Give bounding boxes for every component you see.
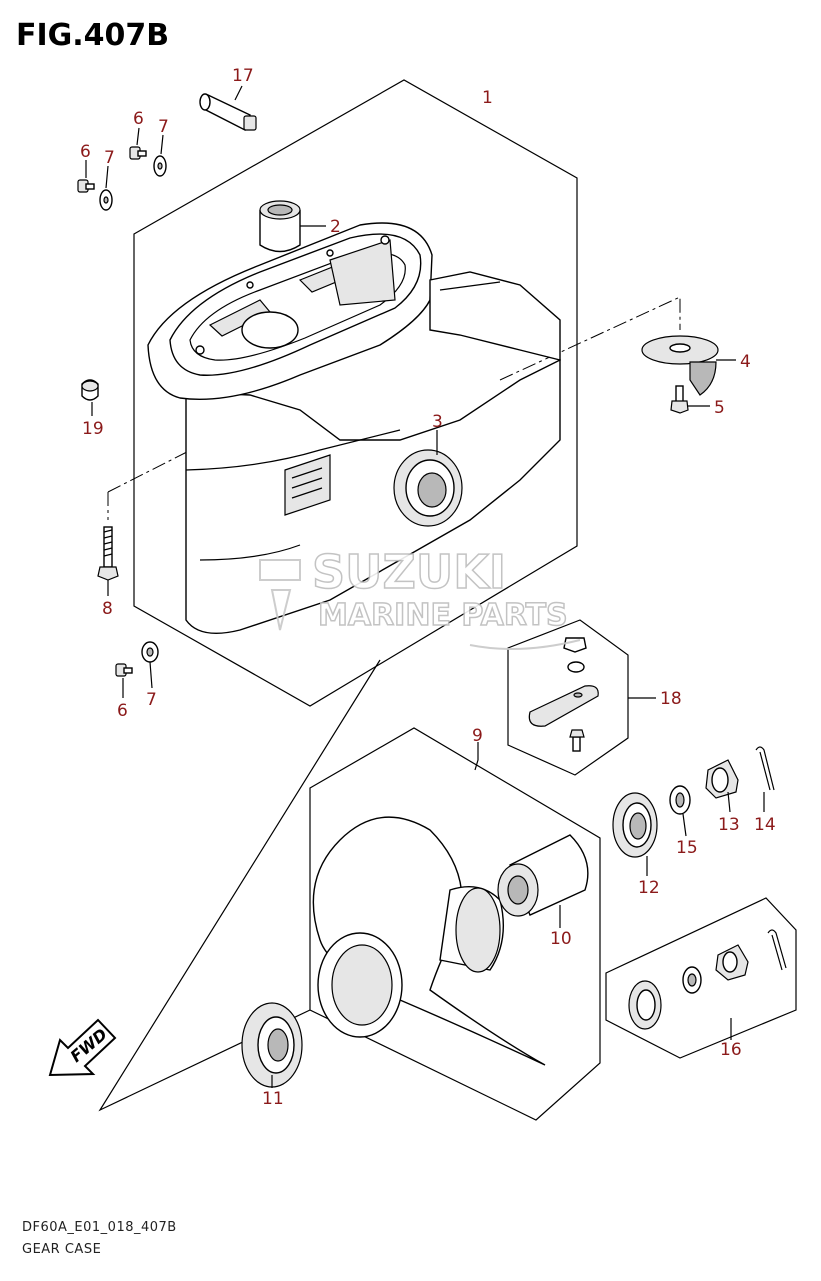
diagram-code: DF60A_E01_018_407B — [22, 1220, 177, 1235]
part-6-bolt-b — [129, 146, 147, 160]
leader-17 — [234, 85, 243, 101]
callout-18: 18 — [660, 689, 682, 709]
part-16-nut-kit — [628, 929, 787, 1030]
callout-14: 14 — [754, 815, 776, 835]
part-13-nut — [705, 759, 739, 799]
part-17-plug — [199, 93, 257, 131]
callout-8: 8 — [102, 599, 113, 619]
part-3-bearing — [393, 449, 463, 527]
part-11-thrust-washer — [241, 1002, 303, 1088]
callout-7-b: 7 — [158, 117, 169, 137]
callout-17: 17 — [232, 66, 254, 86]
callout-13: 13 — [718, 815, 740, 835]
callout-10: 10 — [550, 929, 572, 949]
part-16-group-frame — [605, 897, 797, 1059]
part-6-bolt-c — [115, 663, 133, 677]
watermark-line1: SUZUKI — [312, 545, 506, 599]
propeller-guide-line — [98, 659, 381, 1112]
gear-case-housing — [147, 222, 561, 634]
fwd-arrow-icon: FWD — [48, 1018, 117, 1077]
callout-9: 9 — [472, 726, 483, 746]
diagram-name: GEAR CASE — [22, 1242, 102, 1257]
watermark: SUZUKI MARINE PARTS — [259, 544, 581, 650]
part-18-anode-kit — [528, 637, 599, 752]
callout-6-c: 6 — [117, 701, 128, 721]
callout-5: 5 — [714, 398, 725, 418]
callout-3: 3 — [432, 412, 443, 432]
callout-6-a: 6 — [80, 142, 91, 162]
callout-12: 12 — [638, 878, 660, 898]
callout-7-c: 7 — [146, 690, 157, 710]
part-19-cap — [81, 379, 99, 401]
figure-title: FIG.407B — [16, 18, 170, 53]
callout-6-b: 6 — [133, 109, 144, 129]
part-5-bolt — [670, 385, 689, 414]
callout-1: 1 — [482, 88, 493, 108]
gear-case-group-frame — [133, 79, 578, 707]
part-10-spacer — [497, 834, 589, 917]
callout-2: 2 — [330, 217, 341, 237]
part-2-bushing — [259, 200, 301, 253]
part-12-spline-washer — [612, 792, 658, 858]
callout-11: 11 — [262, 1089, 284, 1109]
propeller-group-frame — [309, 727, 601, 1121]
part-8-bolt — [97, 526, 119, 581]
part-4-anode — [641, 335, 719, 396]
part-18-group-frame — [507, 619, 629, 776]
callout-19: 19 — [82, 419, 104, 439]
guide-line-upper — [499, 296, 681, 381]
callout-16: 16 — [720, 1040, 742, 1060]
watermark-line2: MARINE PARTS — [318, 598, 568, 633]
part-9-propeller — [312, 816, 546, 1066]
callout-4: 4 — [740, 352, 751, 372]
callout-7-a: 7 — [104, 148, 115, 168]
part-14-cotter-pin — [755, 746, 775, 791]
part-6-bolt-a — [77, 179, 95, 193]
callout-15: 15 — [676, 838, 698, 858]
